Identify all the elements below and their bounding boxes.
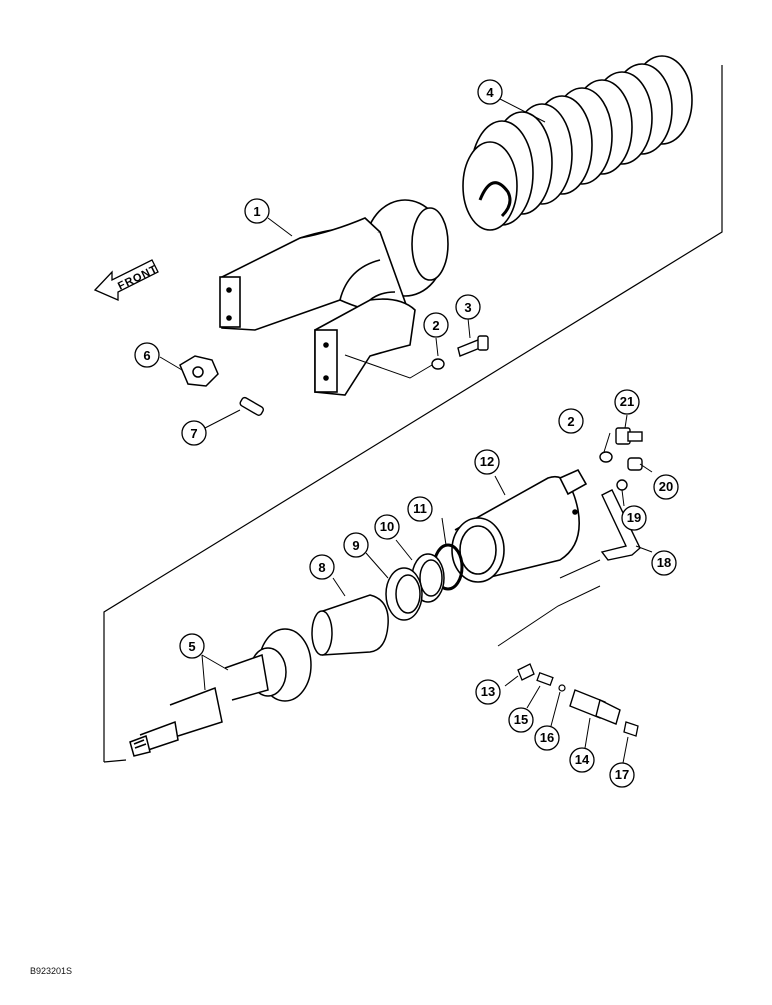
ball-16 [558,684,566,692]
seal [385,567,423,621]
callout-8: 8 [309,554,335,580]
svg-text:4: 4 [486,85,494,100]
svg-text:6: 6 [143,348,150,363]
callout-9: 9 [343,532,369,558]
svg-text:13: 13 [481,684,495,699]
callout-14: 14 [569,747,595,773]
callout-4: 4 [477,79,503,105]
leader-lines [159,98,653,764]
callout-19: 19 [621,505,647,531]
svg-text:9: 9 [352,538,359,553]
svg-text:2: 2 [567,414,574,429]
callout-17: 17 [609,762,635,788]
idler-yoke [219,199,449,396]
callout-21: 21 [614,389,640,415]
callout-18: 18 [651,550,677,576]
lock-washer-upper [431,358,445,370]
svg-text:11: 11 [413,501,427,516]
washer-19 [616,479,628,491]
callout-15: 15 [508,707,534,733]
castle-nut [179,355,219,387]
callout-11: 11 [407,496,433,522]
svg-text:1: 1 [253,204,260,219]
backup-ring [411,553,445,603]
svg-text:10: 10 [380,519,394,534]
callout-5: 5 [179,633,205,659]
front-direction-arrow: FRONT [93,259,160,301]
recoil-spring [462,55,693,231]
svg-text:8: 8 [318,560,325,575]
svg-text:21: 21 [620,394,634,409]
grease-fitting-17 [623,721,639,737]
svg-text:3: 3 [464,300,471,315]
mounting-bracket [600,489,641,561]
svg-text:17: 17 [615,767,629,782]
svg-text:14: 14 [575,752,590,767]
fitting-13 [517,663,535,681]
svg-text:2: 2 [432,318,439,333]
svg-text:18: 18 [657,555,671,570]
callout-3: 3 [455,294,481,320]
svg-text:15: 15 [514,712,528,727]
grease-fitting-20 [627,457,643,471]
drawing-id: B923201S [30,966,73,976]
lock-washer-lower [599,451,613,463]
callout-12: 12 [474,449,500,475]
callout-7: 7 [181,420,207,446]
callout-2-upper: 2 [423,312,449,338]
svg-text:19: 19 [627,510,641,525]
spring-15 [536,672,554,686]
hydraulic-cylinder [451,468,588,583]
svg-text:20: 20 [659,479,673,494]
piston [311,594,389,656]
cotter-pin [239,396,264,416]
callout-6: 6 [134,342,160,368]
svg-text:16: 16 [540,730,554,745]
svg-text:7: 7 [190,426,197,441]
bolt-upper [457,335,489,357]
idler-shaft [129,628,312,757]
callout-13: 13 [475,679,501,705]
callout-1: 1 [244,198,270,224]
callout-16: 16 [534,725,560,751]
explosion-plane-outline [103,65,723,763]
callout-2-lower: 2 [558,408,584,434]
callout-10: 10 [374,514,400,540]
callout-20: 20 [653,474,679,500]
svg-text:12: 12 [480,454,494,469]
bolt-21 [615,427,643,445]
svg-text:5: 5 [188,639,195,654]
check-valve-14 [569,689,621,725]
